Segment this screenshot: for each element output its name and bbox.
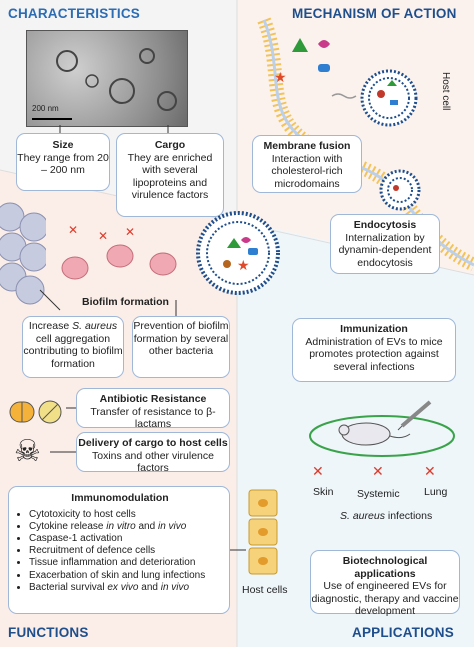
skull-icon: ☠ [14,435,41,468]
membrane-fusion-text: Interaction with cholesterol-rich microd… [271,152,343,190]
svg-text:✕: ✕ [372,463,384,479]
micrograph-image: 200 nm [26,30,188,127]
infection-site-skin: Skin [313,486,334,498]
fusion-vesicle-icon [360,69,418,127]
delivery-text: Toxins and other virulence factors [92,449,214,475]
endocytosis-box: Endocytosis Internalization by dynamin-d… [330,214,440,274]
size-box: Size They range from 20 – 200 nm [16,133,110,191]
biotech-text: Use of engineered EVs for diagnostic, th… [311,580,459,617]
list-item: Exacerbation of skin and lung infections [29,570,225,582]
immunomodulation-box: Immunomodulation Cytotoxicity to host ce… [8,486,230,614]
endocytosis-title: Endocytosis [353,219,417,231]
infections-suffix: infections [384,510,433,522]
svg-text:✕: ✕ [98,229,108,243]
biotech-title: Biotechnological applications [342,555,428,580]
infection-x-marks: ✕ ✕ ✕ [312,463,436,479]
functions-header: FUNCTIONS [8,625,89,640]
delivery-box: Delivery of cargo to host cells Toxins a… [76,432,230,475]
biofilm-right-text: Prevention of biofilm formation by sever… [133,320,229,357]
list-item: Caspase-1 activation [29,533,225,545]
svg-text:✕: ✕ [312,463,324,479]
list-item: Cytokine release in vitro and in vivo [29,521,225,533]
list-item: Bacterial survival ex vivo and in vivo [29,582,225,594]
infection-site-systemic: Systemic [357,488,400,500]
endocytosis-vesicle-icon [379,169,421,211]
mouse-syringe-icon [309,400,455,457]
immunization-text: Administration of EVs to mice promotes p… [305,335,443,373]
mechanism-header: MECHANISM OF ACTION [292,6,457,21]
membrane-fusion-title: Membrane fusion [263,140,351,152]
svg-text:★: ★ [274,69,287,85]
scale-bar-label: 200 nm [32,104,59,113]
immunomodulation-list: Cytotoxicity to host cells Cytokine rele… [15,509,225,594]
list-item: Recruitment of defence cells [29,545,225,557]
applications-header: APPLICATIONS [352,625,454,640]
immunization-box: Immunization Administration of EVs to mi… [292,318,456,382]
antibiotic-pills-icon [9,400,62,424]
cargo-title: Cargo [154,139,186,151]
cargo-box: Cargo They are enriched with several lip… [116,133,224,217]
antibiotic-text: Transfer of resistance to β-lactams [90,405,216,431]
biofilm-right-box: Prevention of biofilm formation by sever… [132,316,230,378]
svg-text:★: ★ [237,257,250,273]
infections-label: S. aureus infections [340,510,432,522]
bacteria-ev-icons: ✕ ✕ ✕ [61,223,177,280]
list-item: Cytotoxicity to host cells [29,509,225,521]
host-cells-label: Host cells [242,584,288,596]
infection-site-lung: Lung [424,486,448,498]
biofilm-left-pre: Increase [28,320,73,332]
immunization-title: Immunization [340,323,408,335]
immunomodulation-title: Immunomodulation [71,492,169,504]
biofilm-left-italic: S. aureus [72,320,118,332]
endocytosis-text: Internalization by dynamin-dependent end… [338,231,432,269]
list-item: Tissue inflammation and deterioration [29,557,225,569]
bacteria-cluster-icon [0,202,46,305]
biofilm-title: Biofilm formation [82,296,169,308]
delivery-title: Delivery of cargo to host cells [78,437,228,449]
cargo-text: They are enriched with several lipoprote… [127,151,213,202]
size-title: Size [52,139,74,151]
infections-species: S. aureus [340,510,385,522]
antibiotic-title: Antibiotic Resistance [99,393,207,405]
svg-text:✕: ✕ [424,463,436,479]
antibiotic-box: Antibiotic Resistance Transfer of resist… [76,388,230,431]
svg-text:✕: ✕ [125,225,135,239]
central-ev-icon: ★ [196,211,280,295]
characteristics-header: CHARACTERISTICS [8,6,141,21]
host-cells-icon [248,489,278,575]
membrane-fusion-box: Membrane fusion Interaction with cholest… [252,135,362,193]
svg-text:✕: ✕ [68,223,78,237]
biofilm-left-post: cell aggregation contributing to biofilm… [23,332,123,370]
size-text: They range from 20 – 200 nm [17,151,109,177]
biotech-box: Biotechnological applications Use of eng… [310,550,460,617]
biofilm-left-box: Increase S. aureus cell aggregation cont… [22,316,124,378]
host-cell-label: Host cell [440,72,451,111]
